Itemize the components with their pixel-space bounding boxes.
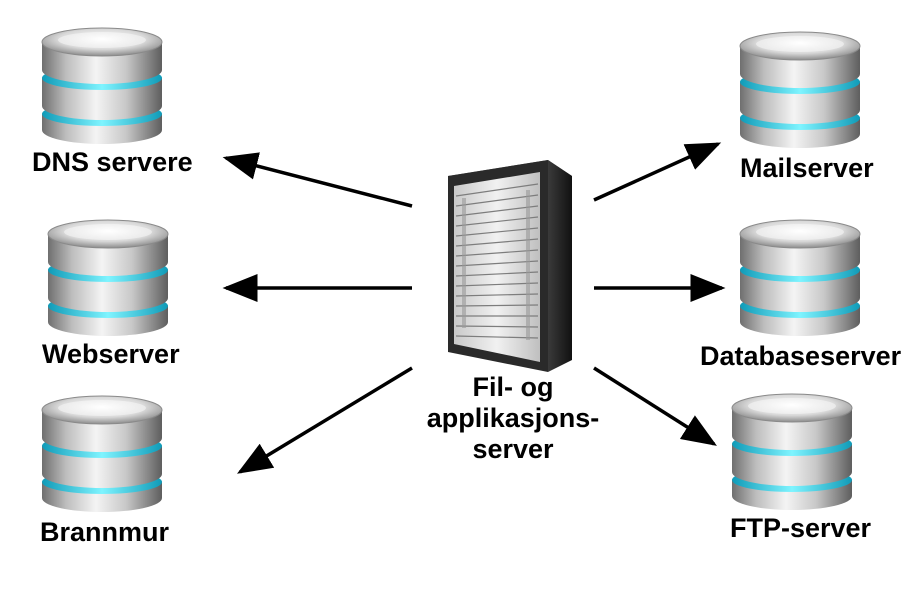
database-icon-dns: [41, 27, 163, 145]
center-label-line-2: applikasjons-: [426, 403, 600, 433]
database-icon-database: [739, 219, 861, 337]
database-icon-firewall: [41, 395, 163, 513]
database-icon-mail: [739, 31, 861, 149]
label-dns: DNS servere: [32, 147, 193, 177]
center-label-line-3: server: [472, 434, 554, 464]
label-ftp: FTP-server: [730, 513, 872, 543]
arrow-to-ftp: [593, 366, 717, 446]
arrow-to-mail: [593, 142, 722, 202]
database-icon-web: [47, 219, 169, 337]
arrow-to-dns: [222, 152, 413, 208]
label-mail: Mailserver: [740, 153, 874, 183]
arrow-to-firewall: [237, 366, 413, 474]
database-icon-ftp: [731, 393, 853, 511]
center-label: Fil- og applikasjons- server: [408, 372, 618, 465]
arrows: [222, 142, 726, 474]
server-rack-icon: [448, 160, 572, 372]
label-firewall: Brannmur: [40, 517, 170, 547]
center-label-line-1: Fil- og: [472, 372, 554, 402]
label-web: Webserver: [42, 339, 180, 369]
label-database: Databaseserver: [700, 341, 902, 371]
